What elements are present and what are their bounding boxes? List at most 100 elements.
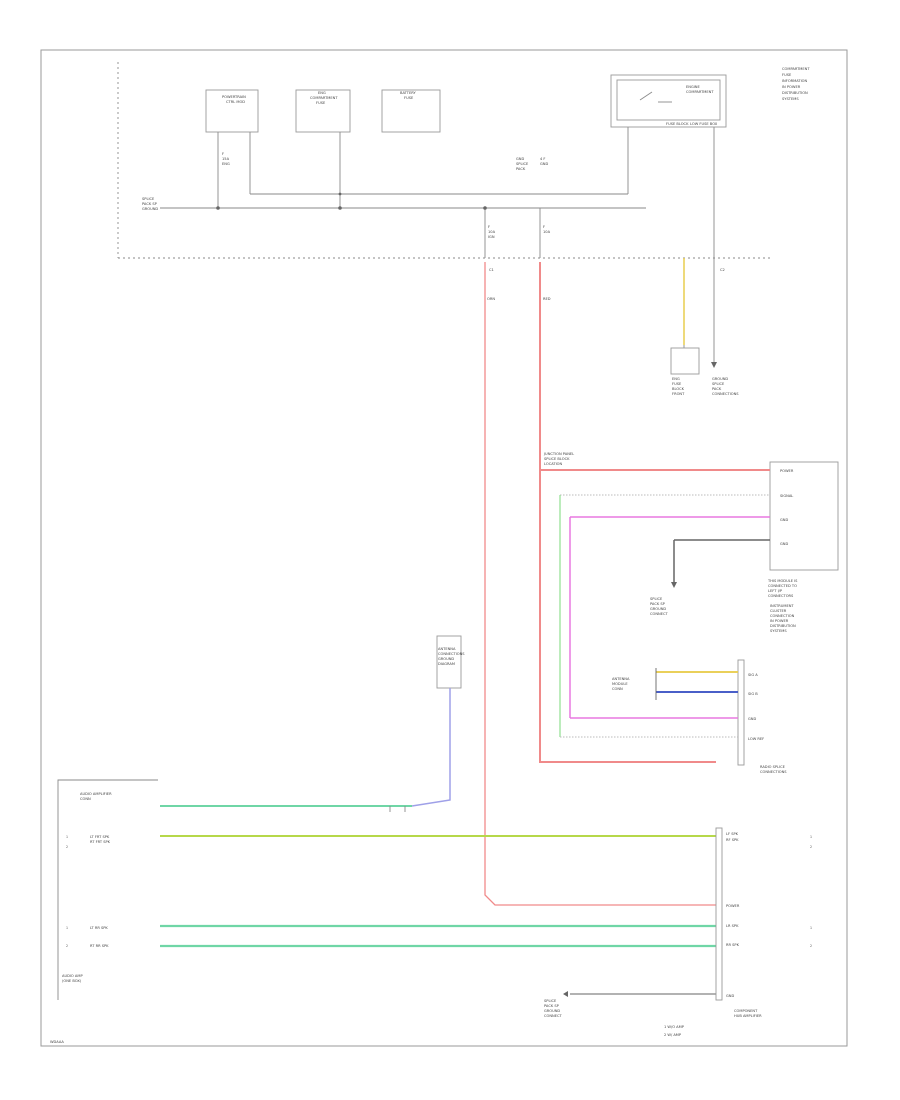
svg-text:2: 2 — [66, 944, 68, 948]
svg-text:LT RR SPK: LT RR SPK — [90, 926, 108, 930]
svg-text:SPLICE: SPLICE — [544, 999, 557, 1003]
svg-text:INSTRUMENT: INSTRUMENT — [770, 604, 794, 608]
engine-fuse-block: ENGINE COMPARTMENT FUSE BLOCK LOW FUSE B… — [610, 74, 727, 128]
mid-box-wires: ANTENNA MODULE CONN — [560, 668, 738, 738]
svg-text:2 W/ AMP: 2 W/ AMP — [664, 1033, 682, 1037]
svg-text:GROUND: GROUND — [712, 377, 728, 381]
svg-text:LR SPK: LR SPK — [726, 924, 739, 928]
svg-text:SIGNAL: SIGNAL — [780, 494, 793, 498]
svg-text:RF SPK: RF SPK — [726, 838, 739, 842]
svg-text:2: 2 — [66, 845, 68, 849]
svg-text:PACK: PACK — [712, 387, 722, 391]
svg-text:(ONE BOX): (ONE BOX) — [62, 979, 82, 983]
svg-text:DISTRIBUTION: DISTRIBUTION — [770, 624, 796, 628]
svg-text:F: F — [222, 152, 224, 156]
svg-text:POWER: POWER — [780, 469, 794, 473]
diagram-frame — [40, 49, 848, 1047]
mid-box: SIG A SIG B GND LOW REF RADIO SPLICE CON… — [737, 659, 787, 774]
svg-text:FRONT: FRONT — [672, 392, 685, 396]
svg-text:1 W/O AMP: 1 W/O AMP — [664, 1025, 685, 1029]
footer-code: WDAAA — [50, 1040, 64, 1044]
svg-text:SPLICE: SPLICE — [650, 597, 663, 601]
svg-text:POWERTRAIN: POWERTRAIN — [222, 95, 246, 99]
antenna-connection: ANTENNA CONNECTIONS GROUND DIAGRAM — [411, 635, 465, 807]
svg-text:FUSE BLOCK: FUSE BLOCK — [666, 122, 689, 126]
bottom-right-module: LF SPK RF SPK POWER LR SPK RR SPK GND CO… — [715, 827, 762, 1018]
svg-text:LF SPK: LF SPK — [726, 832, 739, 836]
eng-fuse-module: ENG COMPARTMENT FUSE — [295, 89, 351, 133]
svg-text:1: 1 — [66, 926, 68, 930]
svg-text:SPLICE: SPLICE — [712, 382, 725, 386]
svg-text:1: 1 — [810, 835, 812, 839]
junction-note: JUNCTION PANEL SPLICE BLOCK LOCATION — [543, 452, 574, 466]
svg-text:CONNECTION: CONNECTION — [770, 614, 795, 618]
svg-text:CLUSTER: CLUSTER — [770, 609, 787, 613]
svg-text:10A: 10A — [488, 230, 496, 234]
svg-text:15A: 15A — [222, 157, 230, 161]
svg-text:MODULE: MODULE — [612, 682, 628, 686]
svg-text:ENGINE: ENGINE — [686, 85, 700, 89]
svg-text:CTRL MOD: CTRL MOD — [226, 100, 245, 104]
svg-text:RT RR SPK: RT RR SPK — [90, 944, 109, 948]
svg-text:FUSE: FUSE — [316, 101, 326, 105]
svg-text:SPLICE: SPLICE — [516, 162, 529, 166]
svg-text:CONN: CONN — [80, 797, 91, 801]
svg-text:BLOCK: BLOCK — [672, 387, 685, 391]
upper-right-box: POWER SIGNAL GND GND — [769, 461, 839, 571]
svg-text:FUSE: FUSE — [672, 382, 682, 386]
svg-text:GROUND: GROUND — [650, 607, 666, 611]
svg-text:RR SPK: RR SPK — [726, 943, 740, 947]
bottom-left-rows: LT FRT SPK RT FRT SPK LT RR SPK RT RR SP… — [90, 835, 111, 948]
svg-text:RADIO SPLICE: RADIO SPLICE — [760, 765, 786, 769]
svg-text:LOW FUSE BOX: LOW FUSE BOX — [690, 122, 718, 126]
svg-text:ENG: ENG — [222, 162, 230, 166]
svg-text:4 F: 4 F — [540, 157, 546, 161]
right-ground-connection: ENG FUSE BLOCK FRONT GROUND SPLICE PACK … — [670, 258, 739, 396]
svg-text:GND: GND — [516, 157, 524, 161]
svg-text:SPLICE BLOCK: SPLICE BLOCK — [544, 457, 570, 461]
svg-text:COMPARTMENT: COMPARTMENT — [310, 96, 338, 100]
svg-text:RT FRT SPK: RT FRT SPK — [90, 840, 111, 844]
svg-text:1: 1 — [810, 926, 812, 930]
svg-text:ORN: ORN — [487, 297, 495, 301]
instrument-note: INSTRUMENT CLUSTER CONNECTION IN POWER D… — [770, 604, 796, 633]
svg-text:ANTENNA: ANTENNA — [612, 677, 630, 681]
svg-text:10A: 10A — [543, 230, 551, 234]
svg-text:CONNECTIONS: CONNECTIONS — [438, 652, 465, 656]
bottom-left-frame: AUDIO AMPLIFIER CONN AUDIO AMP (ONE BOX) — [57, 779, 158, 1000]
svg-text:FUSE: FUSE — [404, 96, 414, 100]
svg-text:DIAGRAM: DIAGRAM — [438, 662, 455, 666]
svg-text:LT FRT SPK: LT FRT SPK — [90, 835, 110, 839]
svg-text:F: F — [543, 225, 545, 229]
svg-text:COMPARTMENT: COMPARTMENT — [686, 90, 714, 94]
svg-text:LOW REF: LOW REF — [748, 737, 764, 741]
upper-right-wires: SPLICE PACK SP GROUND CONNECT — [540, 469, 770, 737]
battery-fuse-module: BATTERY FUSE — [381, 89, 441, 133]
svg-text:GND: GND — [540, 162, 548, 166]
svg-text:PACK SP: PACK SP — [544, 1004, 560, 1008]
top-wiring — [160, 127, 715, 258]
svg-text:C2: C2 — [720, 268, 725, 272]
svg-text:GND: GND — [748, 717, 756, 721]
main-red-wires: ORN RED — [484, 262, 716, 906]
svg-text:AUDIO AMPLIFIER: AUDIO AMPLIFIER — [80, 792, 112, 796]
svg-text:CONNECTIONS: CONNECTIONS — [712, 392, 739, 396]
svg-text:ENG: ENG — [318, 91, 326, 95]
svg-text:POWER: POWER — [726, 904, 740, 908]
svg-text:DISTRIBUTION: DISTRIBUTION — [782, 91, 808, 95]
svg-text:2: 2 — [810, 944, 812, 948]
svg-text:PACK SP: PACK SP — [142, 202, 158, 206]
svg-text:C1: C1 — [489, 268, 494, 272]
svg-text:SYSTEMS: SYSTEMS — [782, 97, 799, 101]
svg-text:INFORMATION: INFORMATION — [782, 79, 808, 83]
svg-text:GND: GND — [726, 994, 734, 998]
svg-text:SIG B: SIG B — [748, 692, 758, 696]
svg-text:COMPARTMENT: COMPARTMENT — [782, 67, 810, 71]
top-labels: SPLICE PACK SP GROUND GND SPLICE PACK 4 … — [142, 152, 725, 272]
svg-text:PACK: PACK — [516, 167, 526, 171]
svg-text:CONN: CONN — [612, 687, 623, 691]
svg-text:CONNECTORS: CONNECTORS — [768, 594, 794, 598]
powertrain-module: POWERTRAIN CTRL MOD — [205, 89, 259, 133]
svg-text:LEFT I/P: LEFT I/P — [768, 589, 783, 593]
